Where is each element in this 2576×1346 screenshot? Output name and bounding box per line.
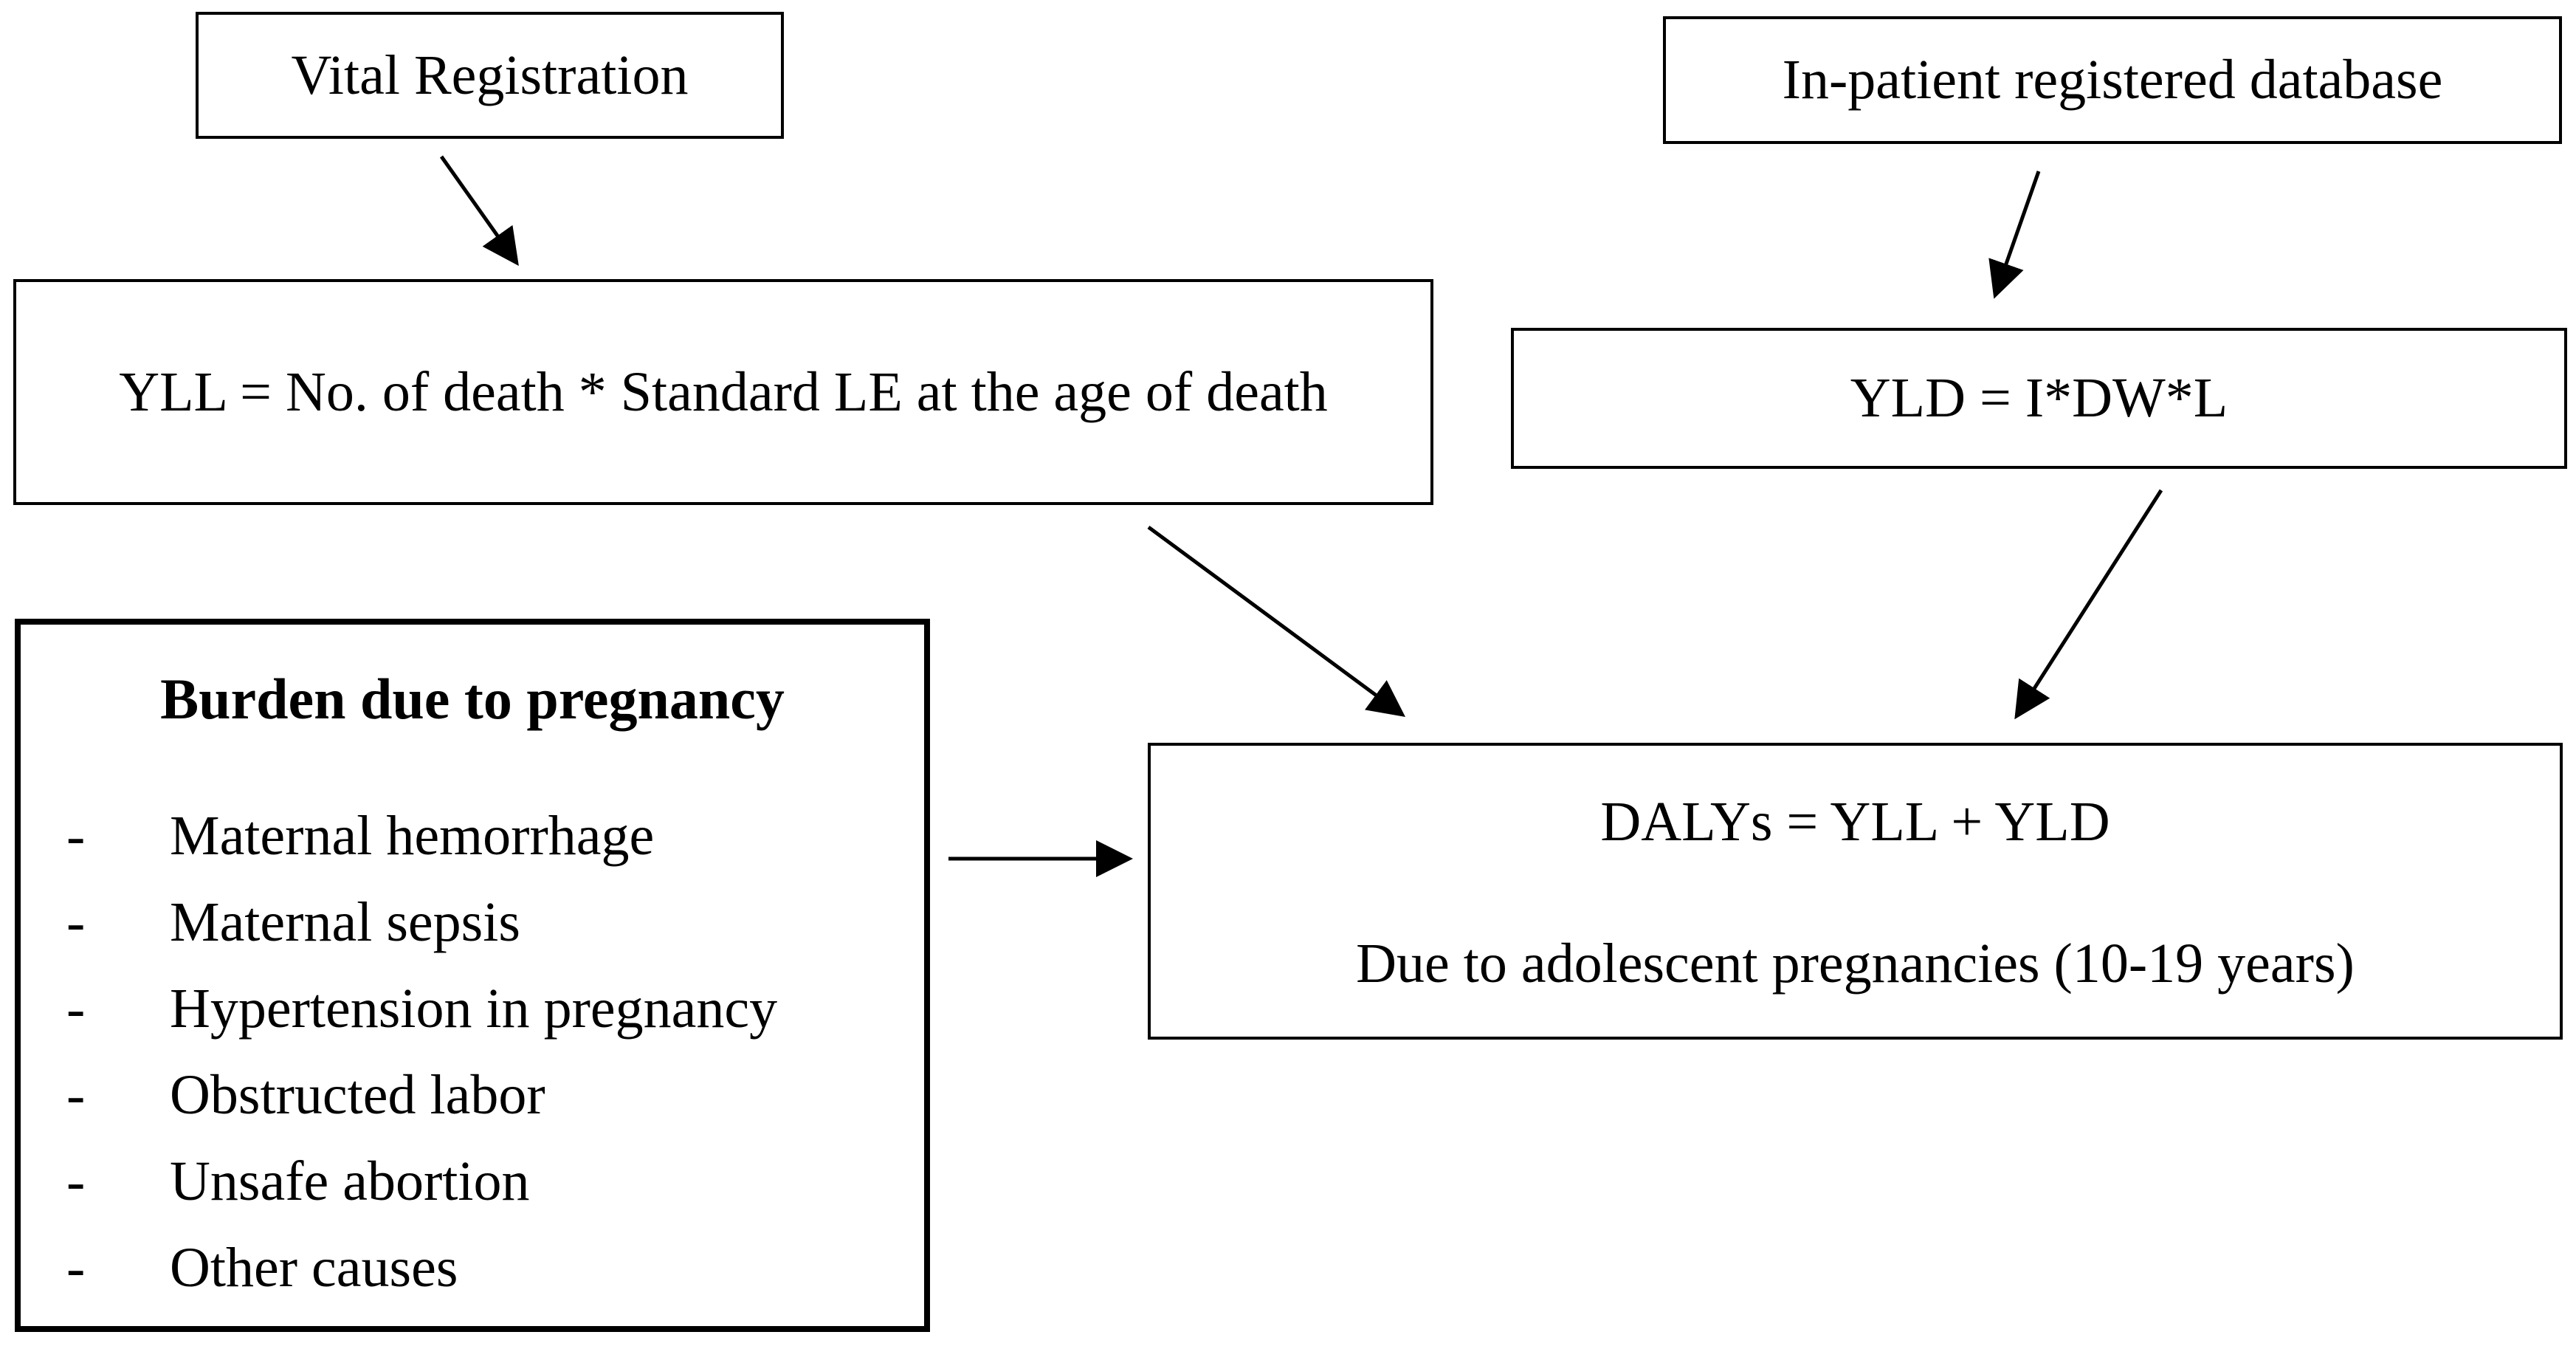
- vital-registration-label: Vital Registration: [291, 44, 689, 106]
- list-bullet: -: [66, 1064, 86, 1126]
- list-bullet: -: [66, 1150, 86, 1212]
- cause-label: Hypertension in pregnancy: [170, 978, 778, 1040]
- list-bullet: -: [66, 891, 86, 953]
- dalys-formula: DALYs = YLL + YLD: [1600, 791, 2110, 853]
- yll-formula: YLL = No. of death * Standard LE at the …: [119, 360, 1328, 423]
- dalys-box: DALYs = YLL + YLD Due to adolescent preg…: [1148, 743, 2563, 1040]
- list-bullet: -: [66, 978, 86, 1040]
- vital-registration-box: Vital Registration: [196, 12, 784, 139]
- list-bullet: -: [66, 805, 86, 867]
- cause-label: Maternal sepsis: [170, 891, 520, 953]
- yll-formula-box: YLL = No. of death * Standard LE at the …: [13, 279, 1433, 505]
- dalys-subtitle: Due to adolescent pregnancies (10-19 yea…: [1356, 933, 2355, 995]
- burden-box: Burden due to pregnancy - Maternal hemor…: [15, 619, 930, 1332]
- inpatient-database-label: In-patient registered database: [1782, 49, 2443, 111]
- arrow-vital-to-yll: [439, 155, 519, 267]
- cause-label: Unsafe abortion: [170, 1150, 530, 1212]
- arrow-yld-to-dalys: [2014, 489, 2163, 720]
- yld-formula: YLD = I*DW*L: [1850, 367, 2228, 430]
- cause-label: Obstructed labor: [170, 1064, 545, 1126]
- yld-formula-box: YLD = I*DW*L: [1511, 328, 2567, 469]
- cause-label: Maternal hemorrhage: [170, 805, 655, 867]
- burden-title: Burden due to pregnancy: [160, 667, 785, 731]
- inpatient-database-box: In-patient registered database: [1663, 16, 2562, 144]
- arrow-yll-to-dalys: [1147, 525, 1406, 717]
- cause-label: Other causes: [170, 1237, 458, 1299]
- list-bullet: -: [66, 1237, 86, 1299]
- arrow-inpatient-to-yld: [1988, 171, 2041, 299]
